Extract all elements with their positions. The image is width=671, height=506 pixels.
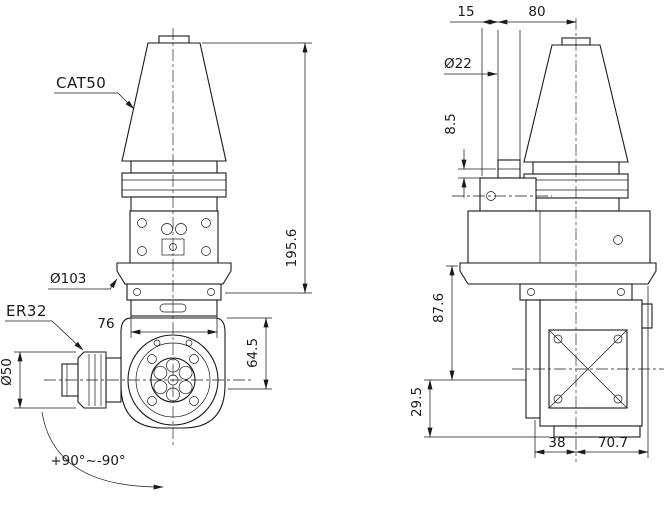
dim-pin-offset: 15	[457, 4, 474, 20]
taper-cone	[121, 35, 227, 162]
side-clamp-body	[467, 210, 651, 264]
spindle-flange	[121, 160, 227, 212]
mount-flange	[116, 262, 232, 317]
dim-base-width: 38	[548, 435, 565, 451]
clamp-body	[129, 210, 219, 264]
dim-body-width: 76	[97, 316, 114, 332]
dim-pin-height: 8.5	[443, 113, 459, 134]
label-taper: CAT50	[56, 74, 106, 92]
dim-head-length: 70.7	[598, 435, 628, 451]
dim-swivel-range: +90°~-90°	[50, 453, 125, 469]
dim-pin-to-center: 80	[528, 4, 545, 20]
label-collet-type: ER32	[6, 302, 47, 320]
side-head-housing	[525, 299, 653, 438]
dim-body-height: 87.6	[431, 293, 447, 323]
front-view: CAT50 Ø103 76 ER32 Ø50 +90°~-90°	[0, 28, 312, 490]
dim-center-height: 64.5	[245, 338, 261, 368]
dim-overall-height: 195.6	[284, 229, 300, 268]
dim-pin-diameter: Ø22	[444, 56, 472, 72]
torque-stop-block	[479, 159, 537, 212]
front-dimensions: CAT50 Ø103 76 ER32 Ø50 +90°~-90°	[0, 42, 312, 490]
dim-flange-diameter: Ø103	[50, 271, 86, 287]
side-mount-flange	[459, 262, 657, 301]
dim-base-height: 29.5	[409, 387, 425, 417]
side-dimensions: 15 80 Ø22 8.5 87.6 29.5 38	[409, 4, 649, 458]
side-view: 15 80 Ø22 8.5 87.6 29.5 38	[409, 4, 664, 462]
dim-collet-nut-diameter: Ø50	[0, 358, 15, 386]
